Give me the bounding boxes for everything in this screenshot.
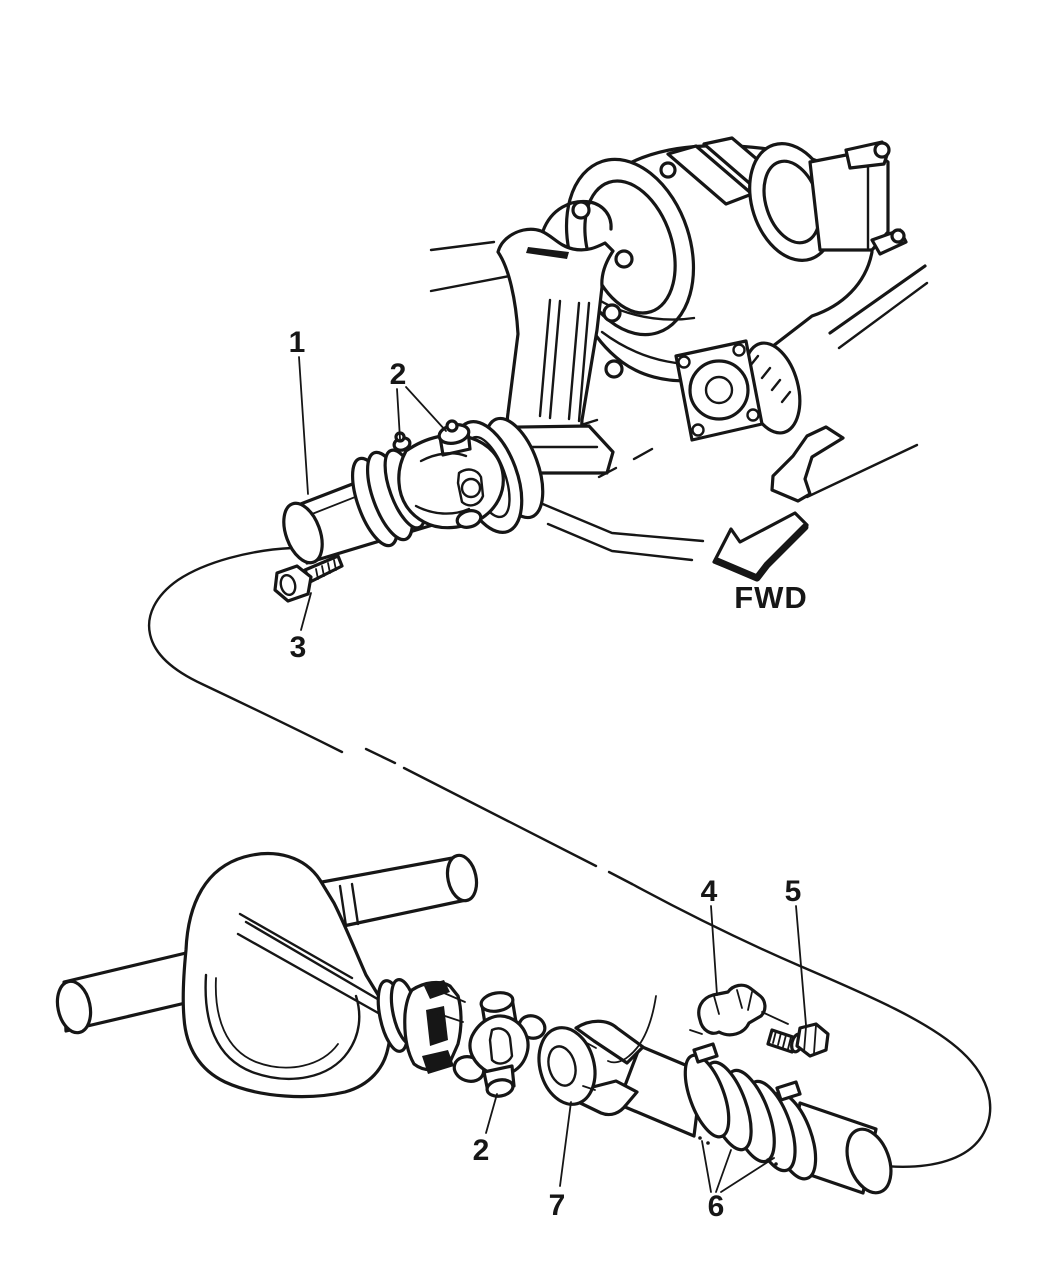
- boot-clamp-band-rear: [775, 1080, 802, 1102]
- clamp-bolt: [766, 1022, 830, 1058]
- crossmember-strap: [770, 425, 845, 503]
- callout-5-bolt: 5: [785, 875, 802, 908]
- callout-6-boot: 6: [708, 1190, 725, 1223]
- rear-universal-joint: [452, 991, 547, 1098]
- arrow-shadow-edge: [713, 523, 809, 582]
- fwd-label: FWD: [734, 580, 808, 615]
- output-flange: [674, 339, 845, 503]
- bolt-head: [795, 1022, 830, 1058]
- front-propeller-shaft: [282, 416, 545, 565]
- callout-4-clamp: 4: [701, 875, 718, 908]
- callout-leaders: [298, 356, 807, 1193]
- grouping-lasso: [147, 546, 992, 1168]
- rear-axle: [55, 852, 479, 1099]
- fwd-direction-arrow: FWD: [712, 511, 809, 615]
- callout-1-front-shaft: 1: [289, 326, 306, 359]
- callout-numbers: 1 2 3 2 4 5 6 7: [289, 326, 802, 1223]
- frame-lines: [429, 240, 929, 562]
- cross-body: [468, 1014, 530, 1077]
- boot-clamp-band-front: [692, 1042, 719, 1064]
- transfer-case: [564, 136, 908, 383]
- callout-2-rear-ujoint: 2: [473, 1134, 490, 1167]
- rear-propeller-shaft: [537, 1019, 893, 1195]
- boot-clamp: [607, 983, 789, 1064]
- slip-yoke-face: [537, 1026, 597, 1106]
- callout-7-slip-yoke: 7: [549, 1189, 566, 1222]
- front-yoke-bolt: [273, 554, 344, 603]
- differential-housing: [181, 852, 392, 1099]
- callout-3-bolt: 3: [290, 631, 307, 664]
- callout-2-front-ujoint: 2: [390, 358, 407, 391]
